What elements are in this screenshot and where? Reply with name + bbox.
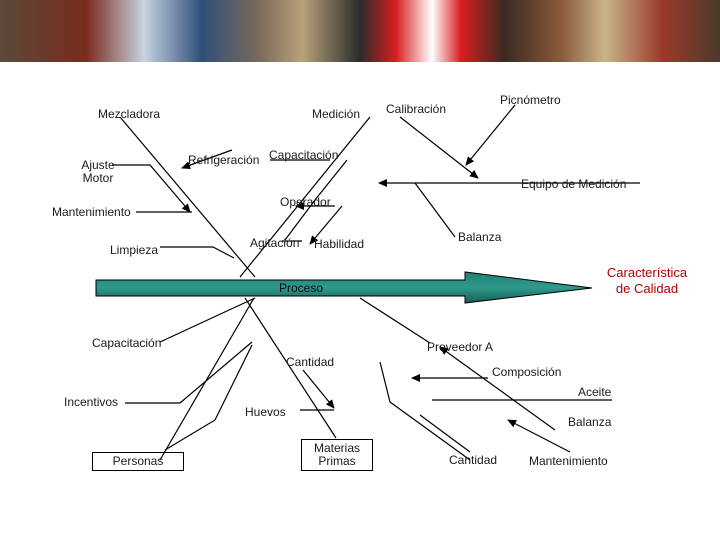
label-cantidad-b: Cantidad	[449, 453, 498, 467]
label-primas: Primas	[318, 454, 356, 468]
bone-picnometro	[465, 104, 516, 166]
label-refrigeracion: Refrigeración	[188, 153, 260, 167]
label-huevos: Huevos	[245, 405, 286, 419]
bone-materias	[244, 297, 337, 439]
label-mantenimiento: Mantenimiento	[52, 205, 131, 219]
label-capacitacion-low: Capacitación	[92, 336, 162, 350]
label-proveedor-a: Proveedor A	[427, 340, 494, 354]
label-materias: Materias	[313, 441, 360, 455]
label-cantidad: Cantidad	[286, 355, 335, 369]
label-operador: Operador	[280, 195, 331, 209]
sub-limpieza	[160, 246, 235, 259]
label-balanza-top: Balanza	[458, 230, 502, 244]
bone-mantenimiento-2	[419, 414, 471, 453]
label-incentivos: Incentivos	[64, 395, 119, 409]
label-ajuste: Ajuste	[81, 158, 115, 172]
effect-line1: Característica	[606, 265, 688, 280]
sub-incentivos	[125, 341, 253, 404]
label-materias-primas: Materias Primas	[301, 439, 373, 471]
bone-mantenimiento	[507, 419, 571, 453]
label-calibracion: Calibración	[386, 102, 447, 116]
label-capacitacion-top: Capacitación	[269, 148, 339, 162]
sub-mezcladora-top	[181, 149, 233, 170]
bone-capacitacion-low	[159, 297, 256, 343]
bone-calibracion	[399, 116, 479, 179]
sub-personas	[164, 344, 253, 451]
label-mezcladora: Mezcladora	[98, 107, 161, 121]
sub-capacitacion-op	[284, 159, 348, 241]
label-picnometro: Picnómetro	[500, 93, 561, 107]
label-agitacion: Agitación	[250, 236, 300, 250]
label-balanza-low: Balanza	[568, 415, 612, 429]
sub-cantidad	[302, 369, 335, 409]
label-motor: Motor	[82, 171, 114, 185]
sub-ajuste-motor	[112, 164, 191, 213]
bone-cantidad-b	[379, 361, 471, 461]
label-medicion: Medición	[312, 107, 361, 121]
label-limpieza: Limpieza	[110, 243, 159, 257]
spine-label: Proceso	[279, 281, 324, 295]
bone-personas	[159, 297, 255, 461]
bone-balanza	[414, 182, 456, 238]
effect-label: Característica de Calidad	[592, 265, 702, 297]
bone-medicion	[239, 116, 371, 278]
effect-line2: de Calidad	[615, 281, 679, 296]
label-personas: Personas	[92, 452, 184, 471]
label-composicion: Composición	[492, 365, 562, 379]
spine-arrow	[95, 271, 593, 304]
bone-mezcladora	[119, 116, 256, 278]
label-habilidad: Habilidad	[314, 237, 365, 251]
sub-habilidad	[309, 205, 343, 245]
label-aceite: Aceite	[578, 385, 612, 399]
photo-banner	[0, 0, 720, 62]
label-mantenimiento-low: Mantenimiento	[529, 454, 608, 468]
label-ajuste-motor: Ajuste Motor	[78, 159, 118, 185]
bone-proveedor	[359, 297, 431, 344]
sub-balanza-low	[439, 346, 556, 431]
label-equipo-medicion: Equipo de Medición	[521, 177, 627, 191]
